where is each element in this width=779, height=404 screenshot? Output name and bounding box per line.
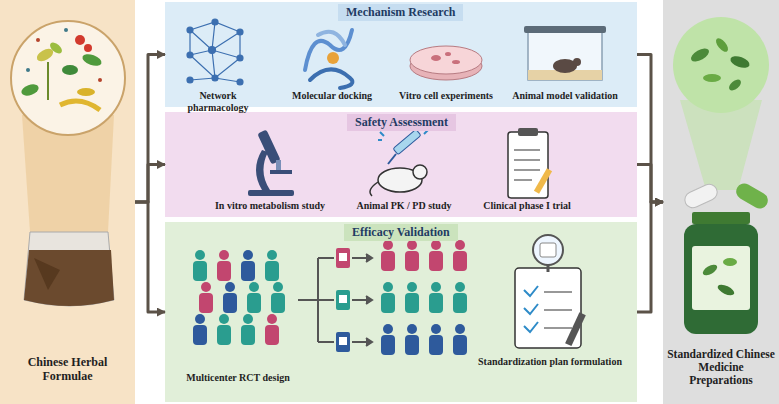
protein-icon bbox=[305, 30, 352, 88]
flow-connector bbox=[135, 202, 165, 312]
panel-title: Standardized Chinese Medicine Preparatio… bbox=[667, 348, 775, 388]
flow-connector bbox=[637, 55, 663, 203]
panel-ground bbox=[165, 112, 637, 217]
panel-ground bbox=[0, 0, 135, 404]
mouse-syringe-icon bbox=[370, 129, 428, 196]
band-title: Efficacy Validation bbox=[344, 224, 458, 241]
mouse-cage-icon bbox=[524, 26, 606, 80]
step-label: Clinical phase I trial bbox=[472, 200, 582, 212]
preparation-illustration bbox=[673, 17, 771, 334]
panel-ground bbox=[165, 222, 637, 402]
band-title: Safety Assessment bbox=[347, 114, 456, 131]
microscope-icon bbox=[248, 129, 294, 196]
source-panel: Chinese Herbal Formulae bbox=[0, 0, 135, 404]
flow-connector bbox=[637, 202, 663, 312]
clipboard-icon bbox=[508, 128, 552, 198]
step-label: In vitro metabolism study bbox=[205, 200, 335, 212]
step-label: Vitro cell experiments bbox=[391, 90, 501, 102]
step-label: Standardization plan formulation bbox=[460, 356, 640, 368]
herbal-formula-illustration bbox=[11, 21, 125, 306]
step-label: Molecular docking bbox=[282, 90, 382, 102]
petri-dish-icon bbox=[410, 46, 482, 80]
rct-branches bbox=[298, 254, 372, 346]
trial-bottles bbox=[336, 248, 350, 352]
step-label: Multicenter RCT design bbox=[173, 372, 303, 384]
panel-ground bbox=[663, 0, 779, 404]
flow-connector bbox=[135, 165, 165, 203]
panel-title: Chinese Herbal Formulae bbox=[4, 356, 131, 384]
step-label: Animal PK / PD study bbox=[349, 200, 459, 212]
network-icon bbox=[187, 19, 243, 85]
step-label: Network pharmacology bbox=[168, 90, 268, 113]
band-title: Mechanism Research bbox=[338, 4, 463, 21]
step-label: Animal model validation bbox=[505, 90, 625, 102]
trial-participants bbox=[193, 240, 467, 355]
flow-connector bbox=[135, 55, 165, 203]
result-panel: Standardized Chinese Medicine Preparatio… bbox=[663, 0, 779, 404]
flow-connector bbox=[637, 165, 663, 203]
standardization-clipboard-icon bbox=[515, 235, 586, 348]
